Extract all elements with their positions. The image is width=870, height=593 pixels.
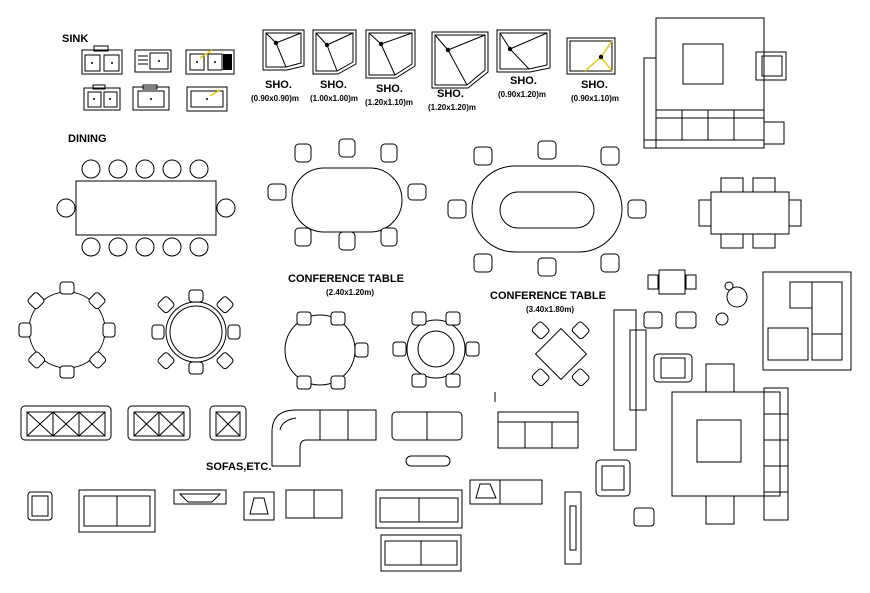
living-room-set-bottom: [671, 363, 789, 525]
conference-table-2: [447, 140, 647, 277]
sofa-two-seat-2: [391, 411, 463, 467]
sink-with-drainboard-1: [134, 49, 172, 73]
sofa-three-seat-1: [20, 405, 112, 441]
dining-label: DINING: [68, 133, 107, 145]
lounge-chairs: [643, 311, 697, 329]
dining-table-rect: [56, 159, 236, 257]
coffee-table-small: [647, 269, 697, 295]
sofa-l-shaped: [271, 409, 377, 467]
round-table-6-seat-1: [284, 311, 369, 390]
fireplace: [173, 489, 227, 505]
sofa-two-seat-4: [285, 489, 343, 519]
shower-3-title: SHO.: [376, 83, 403, 95]
sofa-two-seat-5: [375, 489, 463, 529]
sofas-label: SOFAS,ETC.: [206, 461, 271, 473]
sofa-two-seat-3: [78, 489, 156, 533]
shower-tray-6: [566, 37, 616, 75]
shower-2-title: SHO.: [320, 79, 347, 91]
sofa-three-seat-2: [497, 411, 579, 449]
living-room-set-top: [643, 17, 787, 149]
conference-table-1-size: (2.40x1.20m): [326, 288, 374, 297]
bench-long: [613, 309, 647, 451]
shower-5-size: (0.90x1.20)m: [498, 90, 546, 99]
dining-table-4-seat: [698, 177, 802, 249]
shower-tray-2: [312, 29, 357, 75]
shower-tray-3: [365, 29, 416, 79]
shower-6-size: (0.90x1.10)m: [571, 94, 619, 103]
shower-tray-4: [431, 31, 489, 89]
round-table-6-seat-2: [392, 311, 480, 388]
sofa-two-seat-6: [380, 534, 462, 572]
round-stools: [715, 281, 748, 326]
sink-double-3: [83, 84, 121, 111]
round-table-8-seat-1: [18, 281, 116, 379]
shower-5-title: SHO.: [510, 75, 537, 87]
sofa-two-seat-1: [127, 405, 191, 441]
conference-table-2-size: (3.40x1.80m): [526, 305, 574, 314]
shower-6-title: SHO.: [581, 79, 608, 91]
sink-single-1: [132, 84, 170, 111]
armchair-3: [595, 459, 631, 497]
wing-chair: [653, 353, 693, 383]
shower-tray-5: [496, 29, 551, 73]
sink-double-2: [185, 49, 235, 75]
square-table-4-seat: [531, 321, 590, 387]
sink-double-1: [81, 45, 123, 75]
shower-2-size: (1.00x1.00)m: [310, 94, 358, 103]
sectional-sofa-right: [762, 271, 852, 371]
shower-4-size: (1.20x1.20)m: [428, 103, 476, 112]
conference-table-1-title: CONFERENCE TABLE: [288, 273, 404, 285]
conference-table-1: [267, 138, 427, 251]
shower-4-title: SHO.: [437, 88, 464, 100]
conference-table-2-title: CONFERENCE TABLE: [490, 290, 606, 302]
chaise-lounge: [469, 479, 543, 505]
sink-label: SINK: [62, 33, 88, 45]
round-table-8-seat-2: [151, 289, 241, 375]
side-chair: [243, 491, 275, 521]
armchair-1: [209, 405, 247, 441]
shower-tray-1: [262, 29, 305, 71]
armchair-2: [27, 491, 53, 521]
shower-3-size: (1.20x1.10)m: [365, 98, 413, 107]
sink-single-2: [186, 86, 228, 112]
shower-1-title: SHO.: [265, 79, 292, 91]
tv-unit: [564, 491, 582, 565]
shower-1-size: (0.90x0.90)m: [251, 94, 299, 103]
armchair-4: [633, 507, 655, 527]
